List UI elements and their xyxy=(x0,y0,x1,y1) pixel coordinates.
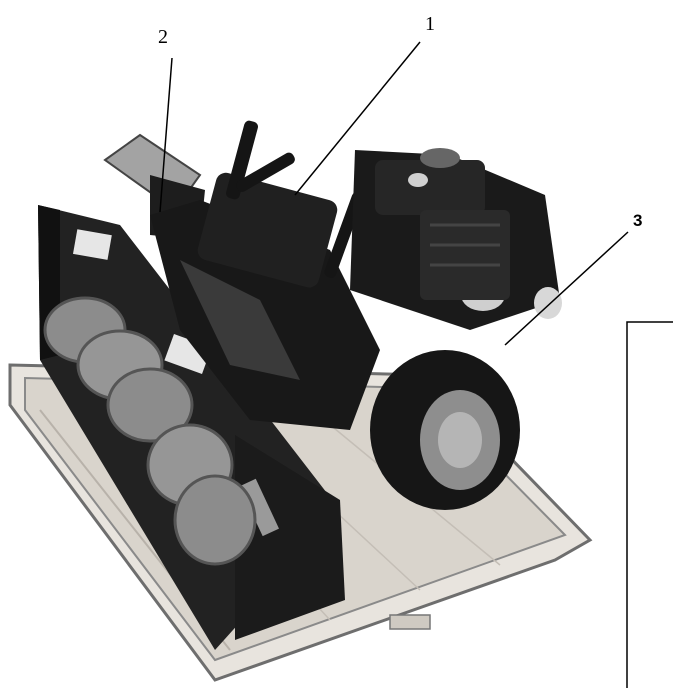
callout-1: 1 xyxy=(425,13,435,35)
snowblower-body xyxy=(150,172,380,430)
callout-leader-lines xyxy=(159,41,629,346)
frame-border xyxy=(626,321,673,688)
engine xyxy=(350,148,562,330)
callout-2: 2 xyxy=(158,26,168,48)
auger-blades xyxy=(43,296,257,566)
drive-wheel xyxy=(370,350,520,510)
callout-3: 3 xyxy=(633,211,643,230)
